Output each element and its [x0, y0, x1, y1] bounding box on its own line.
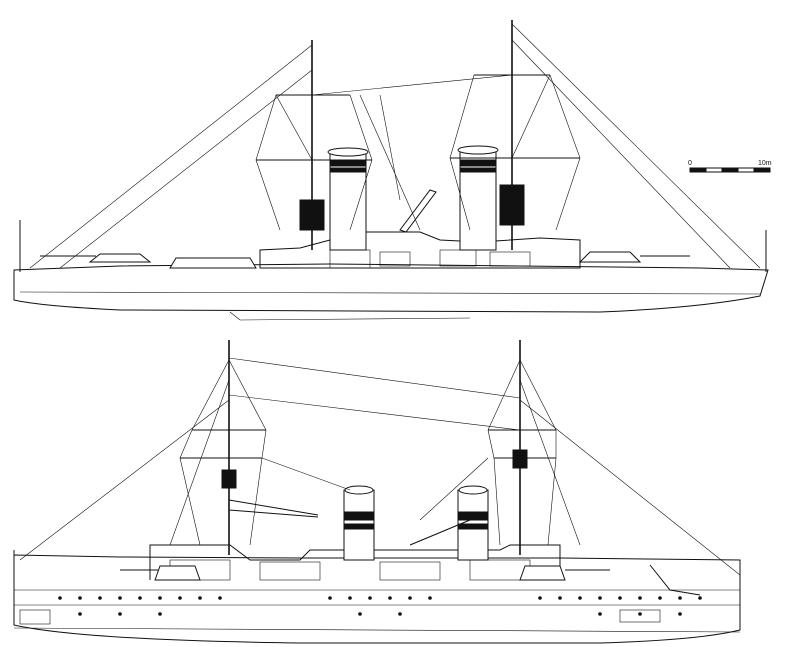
upper-waterline	[19, 291, 761, 295]
upper-funnel-fore	[329, 149, 367, 251]
scale-end-label: 10m	[758, 160, 772, 167]
upper-hull	[13, 263, 769, 313]
lower-hull	[13, 554, 741, 644]
upper-fore-turret	[88, 253, 152, 263]
upper-superstructure	[259, 231, 581, 269]
lower-rigging	[19, 357, 741, 576]
lower-superstructure	[149, 544, 561, 580]
lower-aft-turret	[519, 565, 566, 581]
upper-aft-turret	[578, 251, 642, 263]
lower-portholes	[58, 596, 702, 616]
scale-bar: 0 10m	[688, 160, 772, 173]
lower-waterline	[13, 627, 741, 633]
scale-start-label: 0	[688, 160, 692, 167]
lower-fore-turret	[154, 565, 201, 581]
upper-rigging	[29, 23, 761, 269]
upper-ship-profile	[13, 20, 769, 321]
lower-ship-profile	[13, 340, 741, 644]
